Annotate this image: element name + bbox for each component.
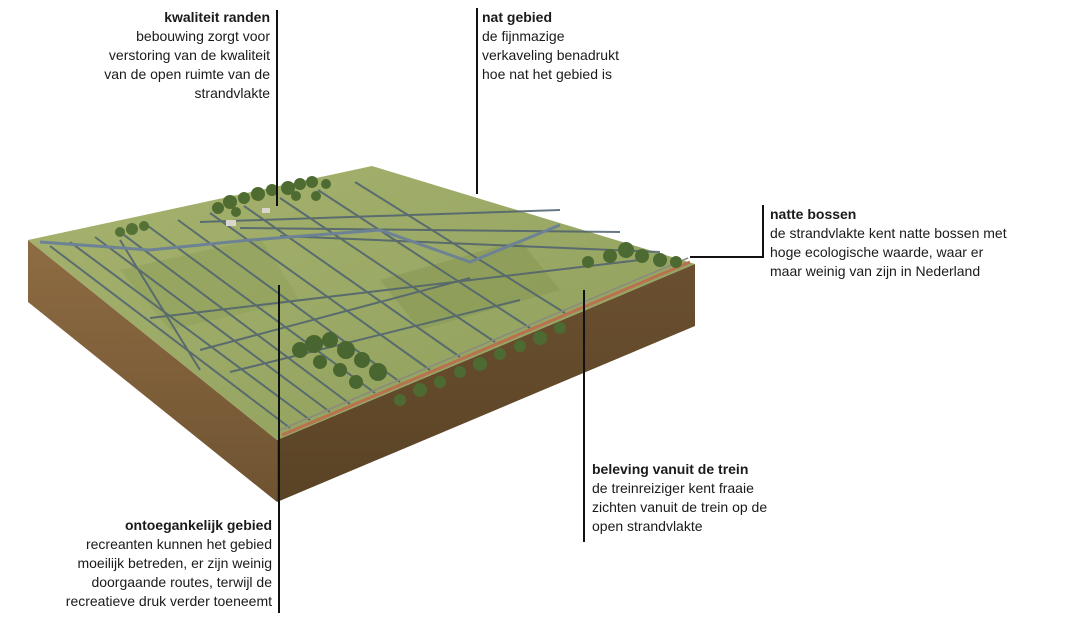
soil-left-face bbox=[28, 240, 277, 502]
annotation-line: strandvlakte bbox=[194, 85, 270, 101]
annotation-line: de strandvlakte kent natte bossen met bbox=[770, 225, 1007, 241]
annotation-line: de treinreiziger kent fraaie bbox=[592, 480, 754, 496]
annotation-kwaliteit-randen: kwaliteit randen bebouwing zorgt voor ve… bbox=[10, 8, 270, 103]
annotation-title: ontoegankelijk gebied bbox=[124, 517, 272, 533]
annotation-line: maar weinig van zijn in Nederland bbox=[770, 263, 981, 279]
soil-front-face bbox=[277, 264, 695, 502]
annotation-line: moeilijk betreden, er zijn weinig bbox=[77, 555, 272, 571]
annotation-beleving-trein: beleving vanuit de trein de treinreizige… bbox=[592, 460, 852, 536]
buildings bbox=[226, 220, 236, 226]
annotation-nat-gebied: nat gebied de fijnmazige verkaveling ben… bbox=[482, 8, 702, 84]
annotation-line: recreanten kunnen het gebied bbox=[85, 536, 272, 552]
darker-plot bbox=[120, 238, 300, 330]
annotation-line: zichten vanuit de trein op de bbox=[592, 499, 768, 515]
annotation-line: open strandvlakte bbox=[592, 518, 703, 534]
tree-cluster-right bbox=[582, 242, 682, 268]
annotation-ontoegankelijk: ontoegankelijk gebied recreanten kunnen … bbox=[2, 516, 272, 611]
annotation-line: doorgaande routes, terwijl de bbox=[91, 574, 272, 590]
leader-natte-bossen-h bbox=[690, 256, 762, 258]
ditches bbox=[49, 181, 661, 429]
darker-plot bbox=[380, 240, 560, 330]
annotation-line: verstoring van de kwaliteit bbox=[108, 47, 270, 63]
railway bbox=[281, 260, 691, 437]
leader-beleving-trein bbox=[583, 290, 585, 542]
tree-cluster-left bbox=[115, 221, 149, 237]
annotation-title: beleving vanuit de trein bbox=[592, 461, 749, 477]
annotation-line: hoge ecologische waarde, waar er bbox=[770, 244, 984, 260]
tree-cluster-wet-forest bbox=[292, 332, 387, 389]
annotation-line: recreatieve druk verder toeneemt bbox=[65, 593, 272, 609]
leader-ontoegankelijk bbox=[278, 285, 280, 613]
grass-surface bbox=[28, 166, 695, 440]
tree-cluster-top bbox=[212, 176, 331, 217]
annotation-natte-bossen: natte bossen de strandvlakte kent natte … bbox=[770, 205, 1070, 281]
main-watercourse bbox=[39, 223, 561, 264]
annotation-title: nat gebied bbox=[482, 9, 553, 25]
annotation-line: de fijnmazige bbox=[482, 28, 565, 44]
annotation-title: natte bossen bbox=[770, 206, 857, 222]
annotation-line: verkaveling benadrukt bbox=[482, 47, 619, 63]
railway-track bbox=[279, 257, 689, 431]
leader-nat-gebied bbox=[476, 8, 478, 194]
buildings bbox=[262, 208, 270, 213]
annotation-line: bebouwing zorgt voor bbox=[136, 28, 270, 44]
annotation-title: kwaliteit randen bbox=[164, 9, 270, 25]
leader-natte-bossen-v bbox=[762, 205, 764, 258]
leader-kwaliteit-randen bbox=[276, 10, 278, 206]
tree-row-railway bbox=[394, 322, 566, 406]
annotation-line: van de open ruimte van de bbox=[104, 66, 270, 82]
annotation-line: hoe nat het gebied is bbox=[482, 66, 612, 82]
